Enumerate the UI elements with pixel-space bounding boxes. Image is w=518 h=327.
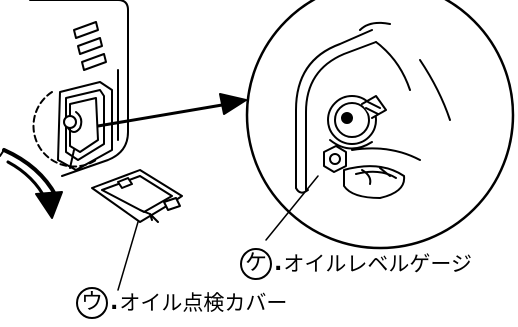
oil-inspection-cover-part (91, 169, 183, 223)
callout-marker-ke: ケ (240, 248, 272, 280)
callout-separator: . (274, 251, 283, 276)
detail-marker-circle (32, 91, 97, 168)
leader-line-gauge (265, 175, 319, 241)
oil-level-gauge-label: オイルレベルゲージ (283, 251, 472, 276)
arrow-right-icon (96, 93, 247, 128)
oil-level-gauge-part (327, 95, 387, 150)
leader-line-cover (117, 221, 139, 291)
bolt-part (323, 145, 347, 173)
oil-compartment (57, 81, 113, 171)
oil-inspection-cover-label: オイル点検カバー (119, 290, 288, 315)
oil-level-gauge-callout: ケ . オイルレベルゲージ (240, 248, 472, 280)
callout-marker-u: ウ (76, 287, 108, 319)
oil-inspection-cover-callout: ウ . オイル点検カバー (76, 287, 287, 319)
curved-arrow-down-icon (0, 148, 63, 219)
callout-separator: . (110, 290, 119, 315)
magnified-view (245, 0, 515, 250)
generator-body (29, 0, 129, 177)
